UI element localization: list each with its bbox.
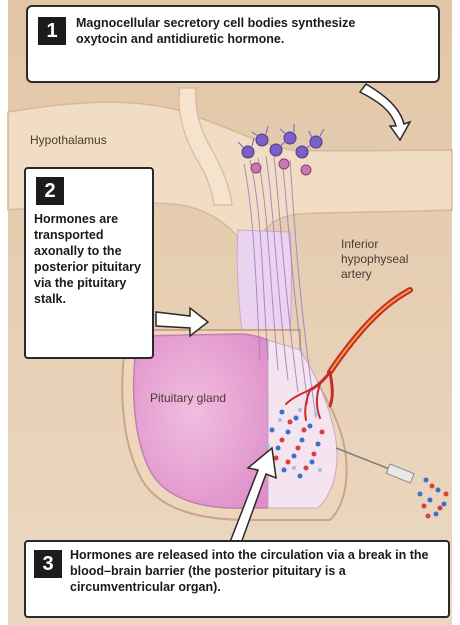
cell-body — [251, 163, 261, 173]
label-gland: Pituitary gland — [150, 390, 230, 406]
cell-body — [301, 165, 311, 175]
step-text: Hormones are transported axonally to the… — [34, 211, 142, 307]
callout-step-1: 1 Magnocellular secretory cell bodies sy… — [26, 5, 440, 83]
label-hypothalamus: Hypothalamus — [30, 133, 107, 147]
step-number-badge: 3 — [34, 550, 62, 578]
step-text: Hormones are released into the circulati… — [70, 547, 442, 595]
pituitary-stalk — [237, 230, 291, 330]
callout-step-3: 3 Hormones are released into the circula… — [24, 540, 450, 618]
cell-body — [279, 159, 289, 169]
callout-step-2: 2 Hormones are transported axonally to t… — [24, 167, 154, 359]
step-text: Magnocellular secretory cell bodies synt… — [76, 15, 396, 47]
label-artery: Inferior hypophyseal artery — [341, 237, 441, 282]
step-number-badge: 2 — [36, 177, 64, 205]
step-number-badge: 1 — [38, 17, 66, 45]
